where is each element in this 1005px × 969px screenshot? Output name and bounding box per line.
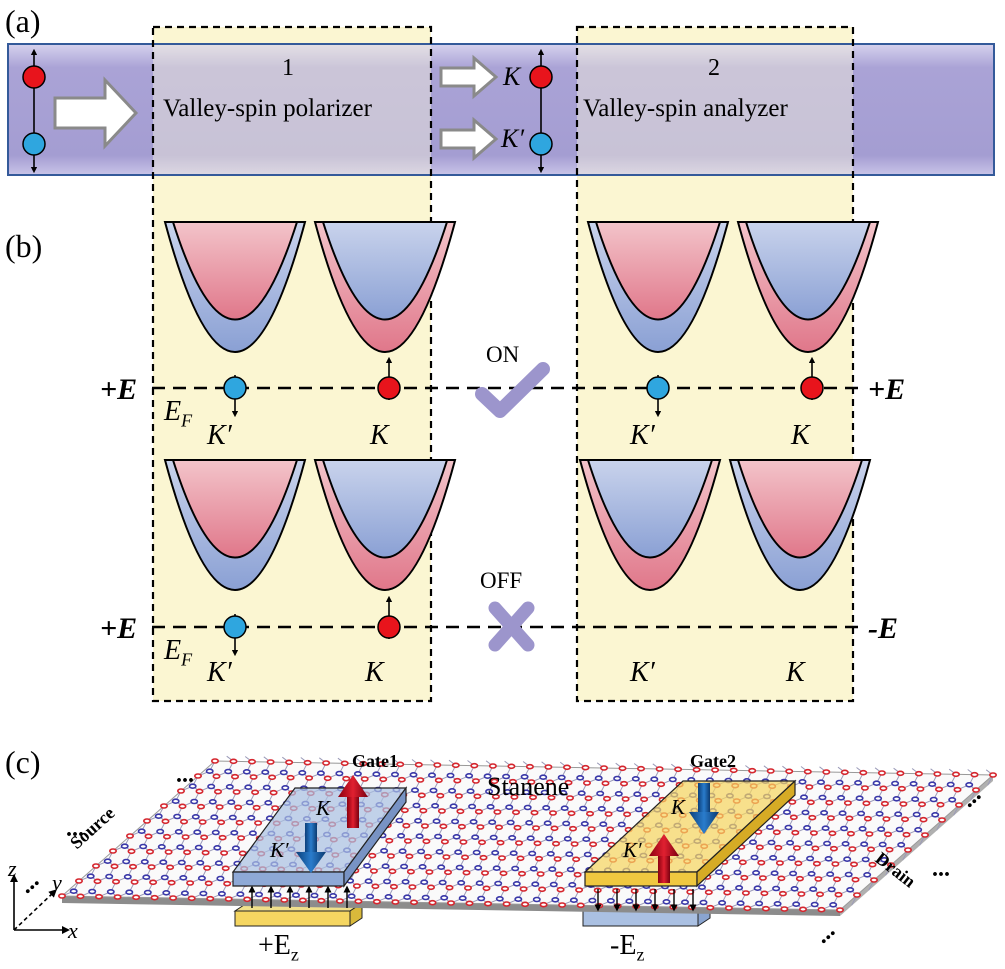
gate2-label: Gate2 xyxy=(690,751,736,771)
k-label-r1-left: K xyxy=(370,420,389,451)
kprime-spin-down-electron xyxy=(529,132,553,156)
ellipsis-left: ... xyxy=(66,816,84,842)
top-gate1 xyxy=(231,786,408,888)
band-r1-polarizer-k xyxy=(313,221,457,353)
field-arrows-up xyxy=(248,885,351,908)
polarizer-box xyxy=(151,25,433,703)
gate2-k-spin-down-arrow xyxy=(689,783,719,834)
panel-b-label: (b) xyxy=(5,228,43,264)
polarizer-title: Valley-spin polarizer xyxy=(163,95,372,122)
axis-x-label: x xyxy=(68,918,78,943)
kprime-label-r2-right: K′ xyxy=(630,657,655,688)
kprime-valley-label: K′ xyxy=(501,124,525,153)
k-label-r1-right: K xyxy=(791,420,810,451)
field-arrows-down xyxy=(594,889,697,912)
band-r1-analyzer-k xyxy=(736,221,880,353)
panel-c-label: (c) xyxy=(5,744,41,780)
check-icon xyxy=(475,362,550,418)
gate1-kprime-spin-down-arrow xyxy=(296,823,326,873)
k-valley-label: K xyxy=(503,62,521,91)
spin-down-electron xyxy=(22,132,46,156)
band-r2-analyzer-k xyxy=(728,459,872,591)
band-r2-polarizer-kprime xyxy=(163,459,307,591)
analyzer-title: Valley-spin analyzer xyxy=(583,95,788,122)
kprime-label-r1-right: K′ xyxy=(630,420,655,451)
field-label-1: +Ez xyxy=(258,930,299,965)
ellipsis-right: ... xyxy=(932,856,950,882)
off-state-label: OFF xyxy=(480,568,523,593)
fermi-label-row2: EF xyxy=(164,635,193,670)
injection-arrow xyxy=(53,76,139,150)
k-label-r2-right: K xyxy=(786,657,805,688)
ellipsis-top-left: ... xyxy=(176,762,194,788)
kprime-label-r1-left: K′ xyxy=(207,420,232,451)
band-structures xyxy=(163,221,880,591)
analyzer-box xyxy=(575,25,855,703)
right-field-row1: +E xyxy=(868,373,906,406)
gate1-kprime-label: K′ xyxy=(270,838,289,862)
field-label-2: -Ez xyxy=(610,930,645,965)
k-label-r2-left: K xyxy=(365,657,384,688)
k-spin-up-electron xyxy=(529,65,553,89)
gate2-kprime-spin-up-arrow xyxy=(649,834,679,883)
gate1-k-spin-up-arrow xyxy=(338,775,368,828)
gate2-kprime-label: K′ xyxy=(623,838,642,862)
stanene-label: Stanene xyxy=(487,772,570,801)
gate1-k-label: K xyxy=(316,796,331,820)
channel-bar xyxy=(7,43,995,176)
band-r1-polarizer-kprime xyxy=(163,221,307,353)
right-field-row2: -E xyxy=(868,612,898,645)
stanene-sheet-edge xyxy=(62,896,840,916)
unpolarized-electrons xyxy=(22,48,46,174)
band-r2-polarizer-k xyxy=(313,459,457,591)
kprime-output-arrow xyxy=(439,116,499,162)
axis-y-label: y xyxy=(52,870,62,895)
gate2-k-label: K xyxy=(671,795,686,819)
analyzer-number: 2 xyxy=(708,55,720,81)
axis-z-label: z xyxy=(8,856,17,881)
left-field-row2: +E xyxy=(100,612,138,645)
kprime-label-r2-left: K′ xyxy=(207,657,232,688)
gate1-label: Gate1 xyxy=(352,751,398,771)
k-output-arrow xyxy=(439,54,499,100)
panel-a-label: (a) xyxy=(5,3,41,39)
cross-icon xyxy=(488,601,535,652)
polarizer-number: 1 xyxy=(282,55,294,81)
fermi-label-row1: EF xyxy=(164,396,193,431)
on-state-label: ON xyxy=(486,342,520,367)
band-r2-analyzer-kprime xyxy=(578,459,722,591)
left-field-row1: +E xyxy=(100,373,138,406)
band-r1-analyzer-kprime xyxy=(586,221,730,353)
spin-up-electron xyxy=(22,65,46,89)
band-electrons xyxy=(223,356,824,657)
coordinate-axes xyxy=(10,874,70,934)
